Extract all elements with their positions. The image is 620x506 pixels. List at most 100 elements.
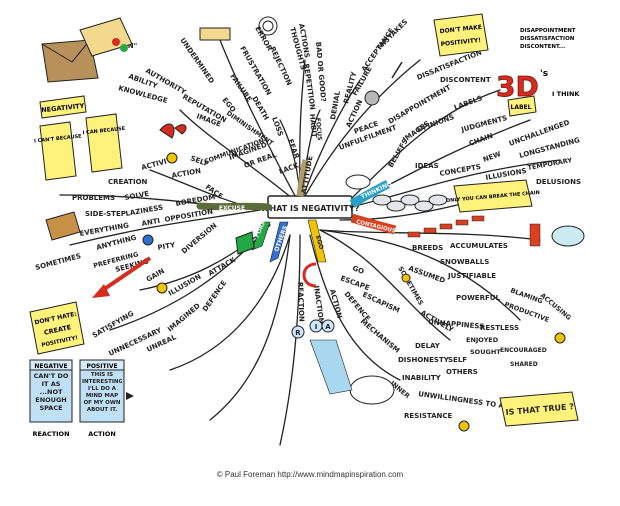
word-others: OTHERS: [446, 368, 478, 376]
word-imagined2: IMAGINED: [166, 302, 202, 334]
word-breeds: BREEDS: [412, 244, 443, 252]
word-escape: ESCAPE: [339, 274, 370, 292]
label-tag: LABEL I THINK: [507, 90, 580, 117]
branch-ego-label: EGO: [314, 235, 324, 250]
word-defence: DEFENCE: [201, 279, 228, 313]
word-pity: PITY: [157, 241, 177, 252]
label-tag-text: LABEL: [511, 104, 532, 111]
central-topic-label: WHAT IS NEGATIVITY?: [261, 204, 360, 213]
word-problems: PROBLEMS: [72, 194, 115, 202]
negative-bottle: NEGATIVE CAN'T DO IT AS ...NOT ENOUGH SP…: [29, 359, 73, 438]
word-laziness: LAZINESS: [125, 203, 164, 217]
word-death: DEATH: [250, 95, 270, 122]
word-snowballs: SNOWBALLS: [440, 258, 489, 266]
word-mistakes: MISTAKES: [376, 18, 410, 52]
word-encouraged: ENCOURAGED: [500, 347, 547, 354]
negativity-box: NEGATIVITY: [39, 95, 87, 119]
word-anything: ANYTHING: [95, 233, 137, 251]
word-go: GO: [351, 264, 365, 276]
word-repetition: REPETITION: [302, 63, 316, 110]
arrow-right-icon: [126, 392, 134, 400]
action-label: ACTION: [88, 430, 116, 438]
flag-dissatisfaction: DISSATISFACTION: [520, 36, 575, 42]
word-new: NEW: [482, 150, 502, 164]
word-attack: ATTACK: [207, 256, 237, 278]
word-justifiable: JUSTIFIABLE: [447, 272, 496, 280]
word-shared: SHARED: [510, 361, 538, 368]
dont-hate-create-box: DON'T HATE: CREATE POSITIVITY!: [29, 301, 85, 355]
word-chain: CHAIN: [468, 132, 494, 148]
word-productive: PRODUCTIVE: [503, 300, 550, 324]
word-sometimes: SOMETIMES: [34, 252, 81, 272]
word-powerful: POWERFUL: [456, 294, 500, 302]
word-denial: DENIAL: [329, 90, 342, 120]
credit-line: © Paul Foreman http://www.mindmapinspira…: [216, 470, 404, 479]
word-habit: HABIT: [308, 113, 318, 138]
word-rejection: REJECTION: [268, 45, 293, 86]
word-fear: FEAR: [286, 138, 301, 160]
word-inability: INABILITY: [402, 374, 442, 382]
flag-disappointment: DISAPPOINTMENT: [520, 28, 576, 34]
word-focus: FOCUS: [314, 118, 323, 141]
word-undermined: UNDERMINED: [178, 37, 215, 86]
right-words: BELIEFS IMAGES OPINIONS LABELS JUDGMENTS…: [387, 94, 581, 368]
word-enjoyed: ENJOYED: [466, 336, 499, 344]
word-inaction: INACTION: [312, 285, 325, 324]
branch-others: OTHERS: [269, 221, 289, 263]
word-creation: CREATION: [108, 178, 148, 186]
word-mechanism: MECHANISM: [359, 317, 401, 354]
word-temporary: TEMPORARY: [527, 156, 573, 172]
three-d-suffix: 's: [540, 69, 548, 79]
word-failure: FAILURE: [228, 73, 253, 104]
word-delusions: DELUSIONS: [536, 178, 581, 186]
flag-discontent: DISCONTENT...: [520, 44, 565, 50]
positive-bottle-title: POSITIVE: [86, 363, 117, 370]
i-think-text: I THINK: [552, 90, 580, 98]
word-concepts: CONCEPTS: [439, 163, 482, 178]
letter-circles: A I R: [291, 319, 335, 339]
i-can-because-text: I CAN BECAUSE: [82, 126, 126, 136]
word-gain: GAIN: [145, 267, 166, 284]
word-loss: LOSS: [270, 116, 284, 137]
is-that-true-bubble: IS THAT TRUE ?: [499, 391, 579, 427]
word-illusion: ILLUSION: [167, 273, 203, 298]
positive-bottle-body: THIS IS INTERESTING I'LL DO A MIND MAP O…: [82, 372, 122, 413]
branch-excuse-label: EXCUSE: [219, 205, 245, 212]
dont-make-text: DON'T MAKE: [439, 24, 482, 35]
word-knowledge: KNOWLEDGE: [117, 84, 168, 105]
positivity-text: POSITIVITY!: [440, 37, 481, 48]
word-restless: RESTLESS: [480, 324, 519, 332]
branch-form: FORM: [251, 218, 271, 251]
word-labels: LABELS: [453, 94, 483, 112]
word-discontent: DISCONTENT: [440, 76, 491, 84]
word-sought: SOUGHT: [470, 348, 501, 356]
word-reaction: REACTION: [296, 282, 305, 322]
word-everything: EVERYTHING: [79, 221, 130, 238]
word-self2: SELF: [448, 356, 467, 364]
letter-i: I: [315, 323, 318, 331]
i-cant-because-text: I CAN'T BECAUSE: [34, 133, 83, 144]
central-topic: WHAT IS NEGATIVITY?: [261, 195, 360, 219]
word-side-step: SIDE-STEP: [85, 210, 126, 218]
word-illusions: ILLUSIONS: [485, 167, 527, 182]
reaction-label: REACTION: [32, 430, 69, 438]
i-cant-because-card: I CAN'T BECAUSE: [34, 121, 83, 181]
break-chain-box: ONLY YOU CAN BREAK THE CHAIN: [446, 179, 540, 213]
word-bad-or-good: BAD OR GOOD?: [314, 41, 327, 102]
word-action2: ACTION: [171, 167, 202, 180]
word-solve: SOLVE: [124, 190, 150, 202]
letter-a: A: [325, 323, 331, 331]
word-action3: ACTION: [328, 288, 343, 319]
word-accumulates: ACCUMULATES: [450, 242, 508, 250]
word-diversion: DIVERSION: [180, 221, 219, 255]
decorations: [41, 16, 585, 432]
i-can-because-card: I CAN BECAUSE: [82, 113, 126, 173]
word-anti: ANTI: [141, 217, 161, 228]
word-delay: DELAY: [415, 342, 441, 350]
top-words: "POSITION" AUTHORITY ABILITY KNOWLEDGE U…: [92, 18, 491, 161]
positive-bottle: POSITIVE THIS IS INTERESTING I'LL DO A M…: [79, 359, 134, 438]
branch-excuse: EXCUSE: [196, 202, 272, 212]
negative-bottle-title: NEGATIVE: [34, 363, 67, 370]
